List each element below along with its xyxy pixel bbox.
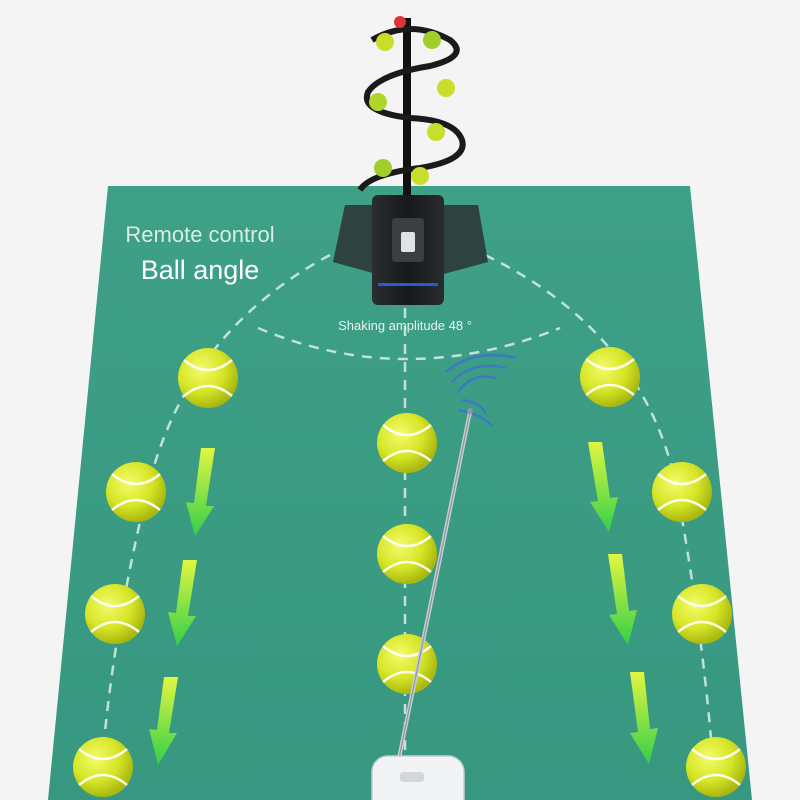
ball-center-1 — [377, 413, 437, 473]
ball-left-1 — [178, 348, 238, 408]
hopper-balls — [369, 16, 455, 185]
ball-right-3 — [672, 584, 732, 644]
machine-light — [378, 283, 438, 286]
ball-right-2 — [652, 462, 712, 522]
signal-waves — [445, 353, 517, 427]
left-arrow-2 — [168, 560, 197, 646]
court-surface — [48, 186, 752, 800]
ball-center-3 — [377, 634, 437, 694]
amplitude-arc — [257, 326, 561, 361]
right-arrow-1 — [588, 442, 618, 532]
ball-left-2 — [106, 462, 166, 522]
tennis-balls — [73, 347, 746, 797]
right-arrow-3 — [630, 672, 658, 764]
machine-wing-left — [333, 205, 380, 275]
caption-remote-control: Remote control — [125, 222, 275, 247]
left-arrow-1 — [186, 448, 215, 536]
caption-ball-angle: Ball angle — [140, 255, 260, 285]
ball-left-4 — [73, 737, 133, 797]
ball-left-3 — [85, 584, 145, 644]
left-arrow-3 — [149, 677, 178, 765]
ball-right-1 — [580, 347, 640, 407]
ball-machine — [333, 16, 488, 305]
direction-arrows — [149, 442, 658, 765]
amplitude-label: Shaking amplitude 48 ° — [338, 318, 472, 333]
machine-wing-right — [440, 205, 488, 275]
ball-center-2 — [377, 524, 437, 584]
machine-pole — [403, 18, 411, 198]
machine-slot — [401, 232, 415, 252]
remote-control — [371, 408, 473, 800]
ball-right-4 — [686, 737, 746, 797]
right-arrow-2 — [608, 554, 637, 645]
